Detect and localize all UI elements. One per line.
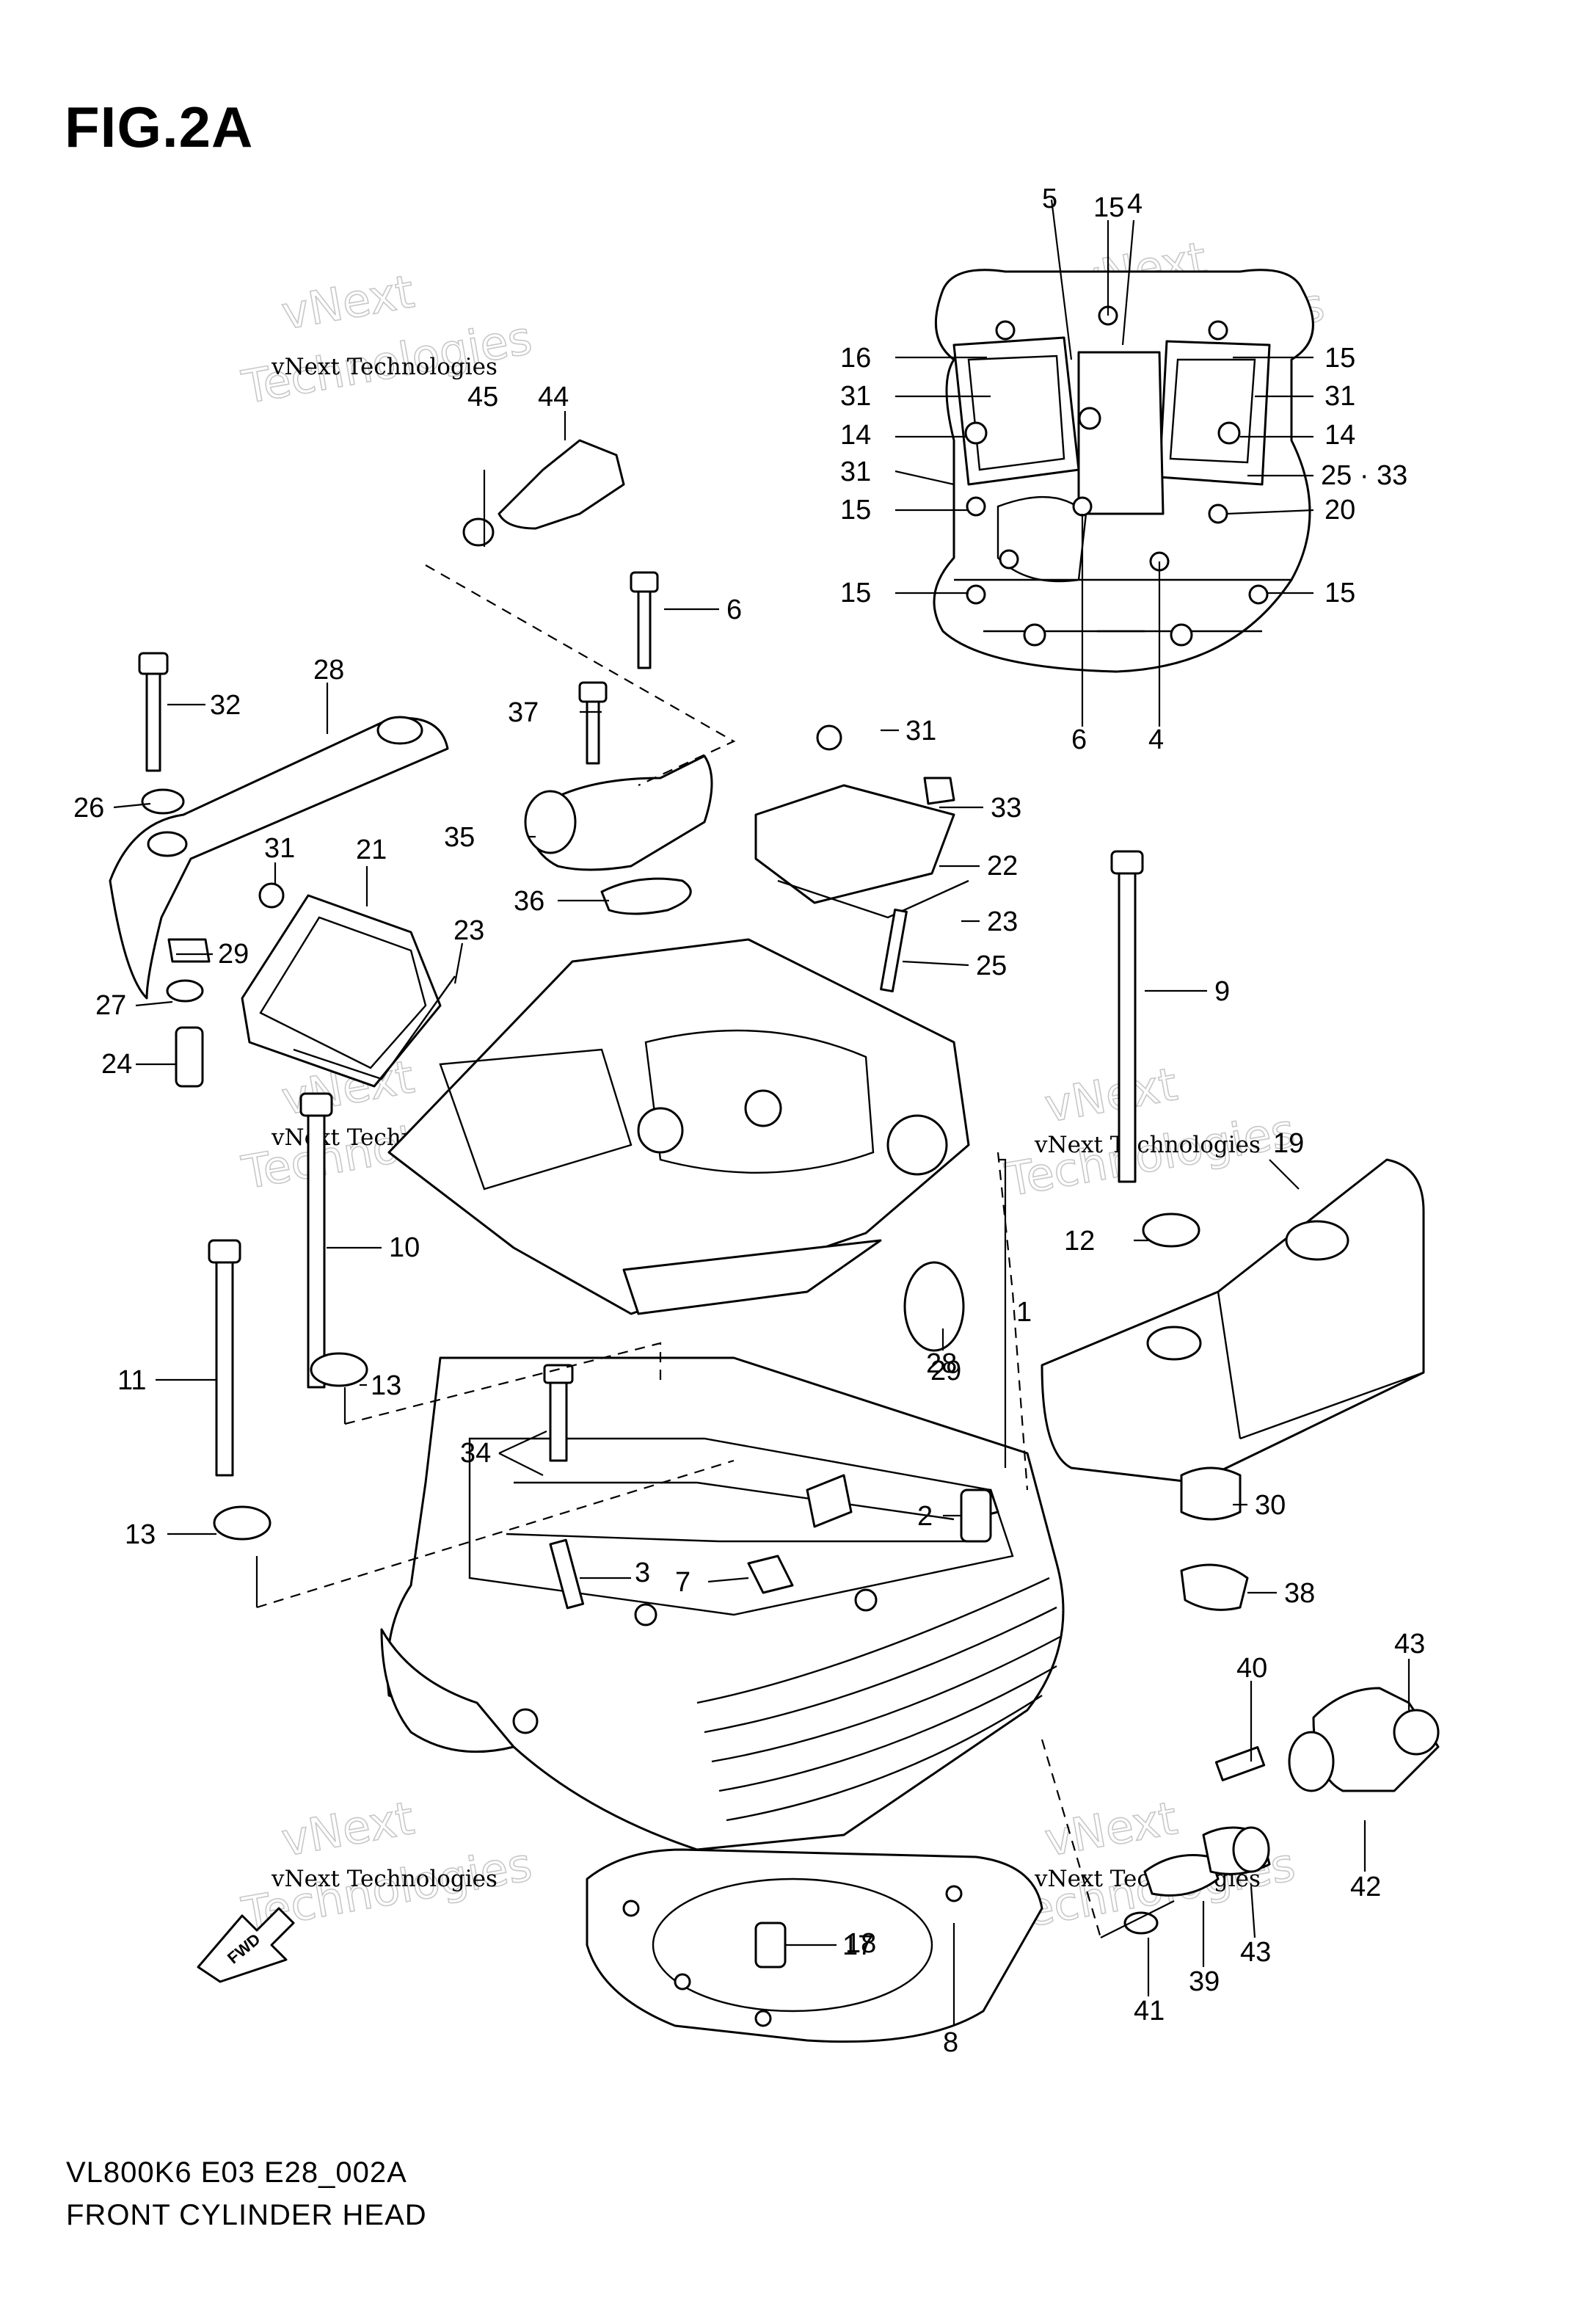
part-number: 38 xyxy=(1284,1578,1315,1609)
cover-19 xyxy=(1041,1158,1425,1484)
part-number: 10 xyxy=(389,1232,420,1263)
part-number: 27 xyxy=(95,990,126,1021)
part-number: 6 xyxy=(1071,724,1087,755)
part-number: 6 xyxy=(726,595,742,625)
part-number: 32 xyxy=(210,690,241,721)
part-number: 7 xyxy=(675,1567,690,1598)
part-number: 23 xyxy=(987,906,1018,937)
part-number: 44 xyxy=(538,382,569,412)
part-number: 37 xyxy=(508,697,539,728)
part-number: 4 xyxy=(1127,189,1143,219)
figure-title: FIG.2A xyxy=(65,95,254,159)
cover-20 xyxy=(109,716,449,1000)
part-number: 29 xyxy=(218,939,249,970)
part-number: 13 xyxy=(125,1519,156,1550)
part-number: 15 xyxy=(1324,578,1355,608)
part-number: 31 xyxy=(906,716,936,746)
part-number: 15 xyxy=(840,495,871,526)
part-number: 13 xyxy=(371,1370,401,1401)
part-number: 15 xyxy=(1093,192,1124,223)
hose-fittings xyxy=(1123,1687,1440,1935)
assembly-lines xyxy=(255,564,1175,1938)
part-number: 31 xyxy=(1324,381,1355,412)
long-bolts xyxy=(138,571,1144,1477)
part-number: 36 xyxy=(514,886,544,917)
head-top-view-inset xyxy=(933,269,1314,673)
part-number: 28 xyxy=(313,655,344,686)
part-number: 34 xyxy=(460,1438,491,1469)
part-number: 28 xyxy=(926,1348,957,1379)
model-code: VL800K6 E03 E28_002A xyxy=(66,2156,407,2189)
part-number: 43 xyxy=(1240,1937,1271,1968)
fwd-arrow: FWD xyxy=(197,1907,295,1983)
part-number: 25 · 33 xyxy=(1321,460,1407,491)
leader-lines xyxy=(113,199,1410,2026)
cylinder-head xyxy=(380,1356,1065,1851)
part-number: 16 xyxy=(840,343,871,374)
part-number: 18 xyxy=(845,1928,876,1959)
part-number: 15 xyxy=(840,578,871,608)
part-number: 12 xyxy=(1064,1226,1095,1257)
part-number: 15 xyxy=(1324,343,1355,374)
part-number: 4 xyxy=(1148,724,1164,755)
part-number: 31 xyxy=(264,833,295,864)
small-parts xyxy=(141,724,1249,1969)
watermark-line1: vNext xyxy=(277,264,418,340)
water-outlet xyxy=(524,755,713,915)
part-number: 1 xyxy=(1016,1297,1032,1328)
spark-plugs xyxy=(543,1364,585,1610)
part-number: 33 xyxy=(991,793,1021,824)
part-number: 14 xyxy=(1324,420,1355,451)
cover-22 xyxy=(754,784,969,919)
part-number: 11 xyxy=(117,1365,146,1396)
part-number: 42 xyxy=(1350,1872,1381,1902)
part-number: 35 xyxy=(444,822,475,853)
cam-housing xyxy=(387,938,970,1315)
watermark-small: vNext Technologies xyxy=(271,354,498,380)
part-number: 29 xyxy=(930,1356,961,1386)
part-number: 31 xyxy=(840,381,871,412)
watermark-small: vNext Technologies xyxy=(1034,1132,1261,1158)
part-number: 23 xyxy=(453,915,484,946)
part-number: 22 xyxy=(987,851,1018,881)
part-number: 20 xyxy=(1324,495,1355,526)
part-number: 45 xyxy=(467,382,498,412)
part-number: 40 xyxy=(1236,1653,1267,1684)
part-number: 39 xyxy=(1189,1966,1220,1997)
part-number: 2 xyxy=(917,1501,933,1532)
watermark-small: vNext Technologies xyxy=(271,1866,498,1892)
part-number: 41 xyxy=(1134,1996,1165,2026)
part-number: 17 xyxy=(842,1930,873,1961)
part-number: 3 xyxy=(635,1557,650,1588)
part-number: 21 xyxy=(356,835,387,865)
part-number: 19 xyxy=(1273,1128,1304,1159)
part-number: 26 xyxy=(73,793,104,824)
part-number: 30 xyxy=(1255,1490,1286,1521)
part-number: 8 xyxy=(943,2027,958,2058)
cover-21 xyxy=(241,894,456,1088)
part-number: 43 xyxy=(1394,1629,1425,1660)
part-number: 5 xyxy=(1042,183,1057,214)
temp-sensor xyxy=(462,439,625,547)
part-number: 14 xyxy=(840,420,871,451)
watermark-line1: vNext xyxy=(1041,1791,1181,1866)
part-number: 24 xyxy=(101,1049,132,1080)
callouts: 5 15 4 16 15 31 31 14 14 31 25 · 33 15 2… xyxy=(73,183,1425,2058)
watermark: vNext Technologies vNext Technologies xyxy=(1000,1056,1299,1207)
diagram-title: FRONT CYLINDER HEAD xyxy=(66,2199,427,2231)
part-number: 9 xyxy=(1214,976,1230,1007)
part-number: 25 xyxy=(976,950,1007,981)
part-number: 31 xyxy=(840,457,871,487)
watermark-line1: vNext xyxy=(1041,1057,1181,1133)
watermark-line1: vNext xyxy=(277,1791,418,1866)
